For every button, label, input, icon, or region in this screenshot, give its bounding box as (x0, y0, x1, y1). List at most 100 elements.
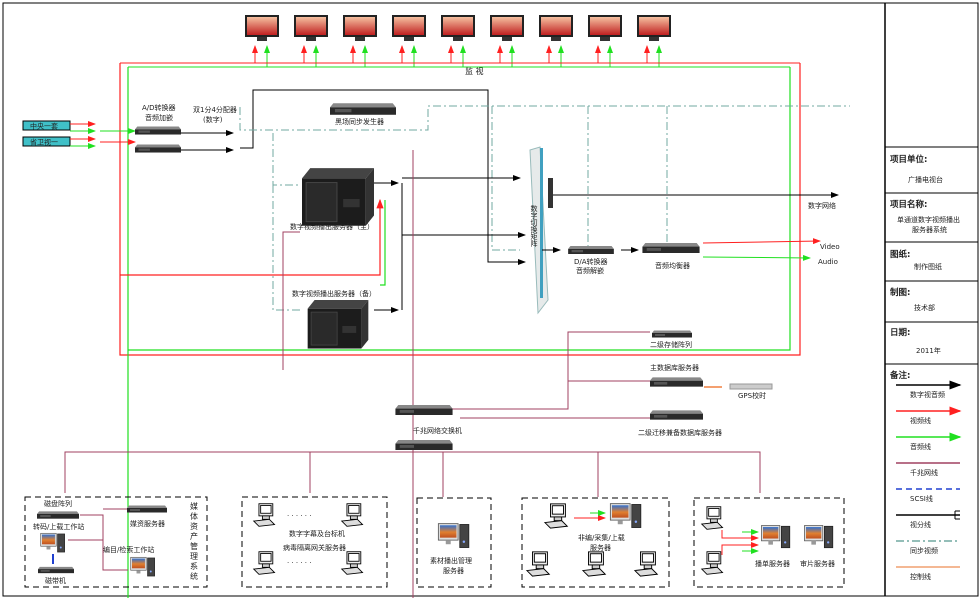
legend-label: SCSI线 (910, 494, 933, 503)
da-label-2: 音频解嵌 (576, 266, 604, 275)
name-value-2: 服务器系统 (912, 225, 947, 234)
material-label: 素材播出管理 (430, 556, 472, 565)
audio-equalizer (642, 243, 700, 253)
legend-label: 控制线 (910, 572, 931, 581)
virus-gateway-label: 病毒隔离网关服务器 (283, 543, 346, 552)
mam-server-label: 媒资服务器 (130, 519, 165, 528)
input-cctv1-label: 中央一套 (30, 122, 58, 131)
material-label-2: 服务器 (443, 566, 464, 575)
legend-label: 同步视频 (910, 546, 938, 555)
matrix-output-panel (548, 178, 553, 208)
video-trunk (119, 63, 801, 356)
review-label: 审片服务器 (800, 559, 835, 568)
switch-label: 千兆网络交换机 (413, 426, 462, 435)
mam-title-char: 系 (190, 561, 198, 571)
sync-generator (330, 103, 396, 115)
da-label: D/A转换器 (574, 257, 608, 266)
disk-array (37, 511, 79, 519)
input-cctv1[interactable] (22, 120, 71, 131)
eq-label: 音频均衡器 (655, 261, 690, 270)
playout-server-main (302, 168, 374, 227)
group-playlist: 播单服务器 审片服务器 (693, 497, 845, 588)
mam-server (127, 505, 167, 513)
sync-generator-label: 黑场同步发生器 (335, 117, 384, 126)
group-media-asset-management: 磁盘阵列 转码/上载工作站 磁带机 媒资服务器 编目/检索工作站 媒体资产管理系… (24, 496, 208, 588)
name-value-1: 单通道数字视频播出 (897, 215, 960, 224)
monitor (490, 15, 524, 67)
splitter-label: 双1分4分配器 (193, 105, 237, 114)
review-server (804, 525, 834, 549)
audio-output (702, 254, 811, 261)
playout-server-backup-label: 数字视频播出服务器（备） (292, 289, 376, 298)
ad-label-2: 音频加嵌 (145, 113, 173, 122)
input-province-label: 省卫视一 (30, 138, 58, 147)
legend-item: 音频线 (896, 432, 962, 451)
playout-server-backup (307, 300, 369, 350)
db-backup-label: 二级迁移兼备数据库服务器 (638, 428, 722, 437)
ad-label: A/D转换器 (142, 103, 176, 112)
mam-title-char: 产 (190, 531, 198, 541)
mam-title-char: 体 (190, 511, 198, 521)
legend-item: 同步视频 (896, 540, 960, 555)
catalog-workstation (130, 556, 156, 577)
transcode-label: 转码/上载工作站 (33, 522, 84, 531)
monitor (392, 15, 426, 67)
legend-item: SCSI线 (896, 488, 960, 503)
legend-item: 视分线 (896, 510, 960, 529)
dots: · · · · · · (287, 512, 311, 520)
legend-label: 视分线 (910, 520, 931, 529)
nle-label-2: 服务器 (590, 543, 611, 552)
unit-label: 项目单位: (890, 154, 927, 165)
ad-converter-2 (135, 144, 181, 153)
audio-to-main-server (380, 200, 386, 286)
monitor (539, 15, 573, 67)
mam-title-char: 统 (190, 571, 198, 581)
legend-label: 视频线 (910, 416, 931, 425)
input-sources: 中央一套 省卫视一 (22, 120, 136, 149)
legend-label: 千兆网线 (910, 468, 938, 477)
playlist-server (761, 525, 791, 549)
monitor-wall (245, 15, 671, 67)
legend-item: 控制线 (896, 566, 960, 581)
nle-label: 非编/采集/上载 (578, 533, 625, 542)
da-converter (568, 246, 614, 254)
name-label: 项目名称: (890, 199, 927, 210)
gps-clock (729, 383, 773, 390)
digital-network-label: 数字网络 (808, 201, 836, 210)
legend-item: 视频线 (896, 406, 962, 425)
gps-label: GPS校时 (738, 391, 766, 400)
legend-label: 数字视音频 (910, 390, 945, 399)
monitor (441, 15, 475, 67)
audio-return (128, 67, 791, 351)
digital-path-to-matrix (240, 89, 526, 265)
gigabit-distribution (64, 451, 761, 493)
ad-converter-1 (135, 126, 181, 135)
gigabit-switch-1 (395, 405, 453, 415)
drawing-label: 图纸: (890, 249, 910, 260)
date-label: 日期: (890, 327, 910, 338)
catalog-label: 编目/检索工作站 (103, 545, 154, 554)
unit-value: 广播电视台 (908, 175, 943, 184)
db-backup-server (650, 410, 703, 420)
dots: · · · · · · (287, 559, 311, 567)
monitor (294, 15, 328, 67)
group-caption-gateway: · · · · · · 数字字幕及台标机 病毒隔离网关服务器 · · · · ·… (241, 496, 388, 588)
disk-array-label: 磁盘阵列 (44, 499, 72, 508)
db-main-server (650, 377, 703, 387)
monitor (343, 15, 377, 67)
storage-label: 二级存储阵列 (650, 340, 692, 349)
input-province[interactable] (22, 136, 71, 147)
mam-title-char: 管 (190, 541, 198, 551)
legend-label: 音频线 (910, 442, 931, 451)
matrix-label: 数字切换矩阵 (530, 204, 538, 248)
video-out-label: Video (820, 243, 840, 251)
sync-line (239, 105, 850, 131)
mam-title-char: 媒 (190, 502, 198, 511)
audio-out-label: Audio (818, 258, 838, 266)
mam-title-char: 理 (190, 552, 198, 561)
playlist-label: 播单服务器 (755, 559, 790, 568)
video-output (702, 238, 821, 245)
title-block: 项目单位: 广播电视台 项目名称: 单通道数字视频播出 服务器系统 图纸: 制作… (885, 146, 978, 581)
